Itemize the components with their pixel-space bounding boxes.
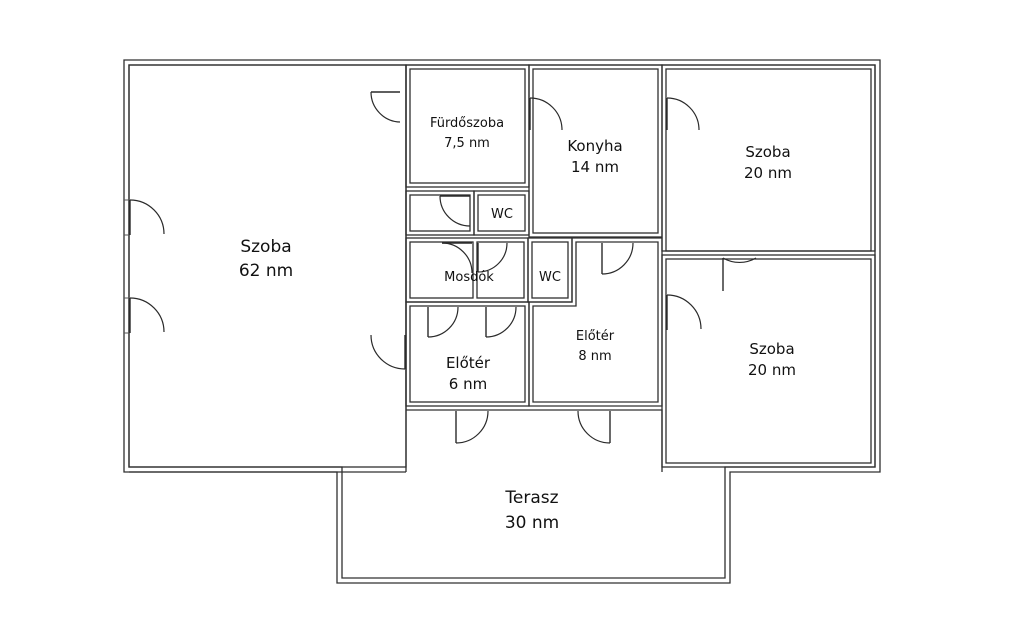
bathroom-name: Fürdőszoba (430, 116, 504, 131)
hall-center-name: Előtér (576, 329, 615, 344)
hall-center-wall (528, 237, 663, 407)
wc-upper-name: WC (491, 207, 513, 222)
big-room-area: 62 nm (239, 261, 293, 281)
terrace-area: 30 nm (505, 513, 559, 533)
walls (123, 59, 881, 584)
wc-upper-wall (473, 190, 530, 236)
room-bottom-right-name: Szoba (749, 340, 794, 358)
room-top-right-area: 20 nm (744, 164, 792, 182)
kitchen-area: 14 nm (571, 158, 619, 176)
washroom-name: Mosdók (444, 270, 494, 285)
windows (124, 199, 129, 334)
big-room-name: Szoba (240, 237, 291, 257)
doors (129, 91, 757, 444)
room-bottom-right-area: 20 nm (748, 361, 796, 379)
terrace-wall (406, 409, 663, 472)
kitchen-name: Konyha (567, 137, 622, 155)
room-top-right-name: Szoba (745, 143, 790, 161)
hall-left-area: 6 nm (449, 375, 487, 393)
bathroom-area: 7,5 nm (444, 136, 490, 151)
outer-wall (123, 59, 881, 584)
wc-lower-name: WC (539, 270, 561, 285)
hall-center-area: 8 nm (578, 349, 611, 364)
hall-left-name: Előtér (446, 354, 491, 372)
terrace-name: Terasz (504, 488, 558, 508)
room-labels: Szoba 62 nm Fürdőszoba 7,5 nm Konyha 14 … (239, 116, 796, 533)
